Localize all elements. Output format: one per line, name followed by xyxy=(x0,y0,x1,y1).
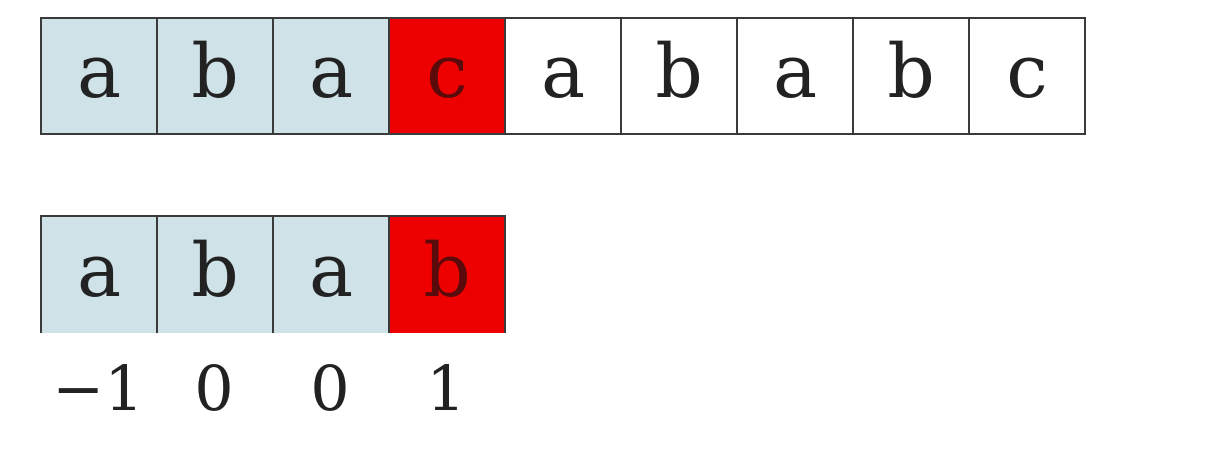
next-array-value: −1 xyxy=(52,352,144,425)
next-array-value: 0 xyxy=(310,352,350,425)
text-string-cell: c xyxy=(968,17,1086,135)
text-string-cell: a xyxy=(736,17,854,135)
next-array-value: 1 xyxy=(426,352,466,425)
text-string-cell: c xyxy=(388,17,506,135)
pattern-string-cell: b xyxy=(156,215,274,333)
pattern-string-cell: a xyxy=(40,215,158,333)
text-string-cell: b xyxy=(852,17,970,135)
text-string-cell: a xyxy=(272,17,390,135)
pattern-string-cell: b xyxy=(388,215,506,333)
next-array-value: 0 xyxy=(194,352,234,425)
text-string-cell: a xyxy=(40,17,158,135)
text-string-cell: b xyxy=(156,17,274,135)
text-string-cell: a xyxy=(504,17,622,135)
text-string-cell: b xyxy=(620,17,738,135)
pattern-string-cell: a xyxy=(272,215,390,333)
